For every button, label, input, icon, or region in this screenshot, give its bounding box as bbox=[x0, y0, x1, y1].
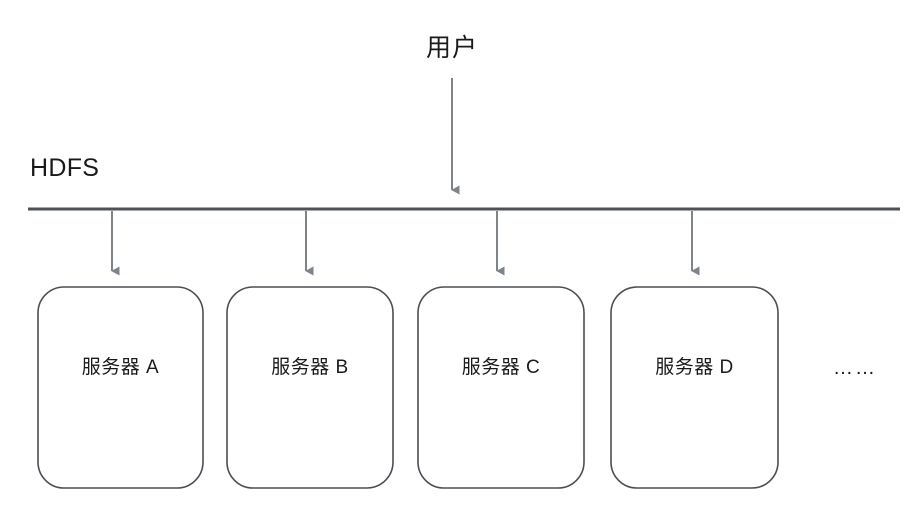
server-node-label-d: 服务器 D bbox=[655, 357, 734, 378]
server-node-label-a: 服务器 A bbox=[81, 357, 160, 378]
actor-label-user: 用户 bbox=[425, 34, 478, 62]
server-node-box-a[interactable] bbox=[37, 286, 204, 489]
server-node-box-b[interactable] bbox=[226, 286, 394, 489]
server-node-label-c: 服务器 C bbox=[461, 357, 541, 378]
server-node-box-d[interactable] bbox=[610, 286, 779, 489]
server-node-label-b: 服务器 B bbox=[271, 357, 349, 378]
server-node-box-c[interactable] bbox=[417, 286, 585, 489]
more-servers-ellipsis: …… bbox=[833, 357, 877, 379]
layer-label-hdfs: HDFS bbox=[30, 154, 100, 182]
